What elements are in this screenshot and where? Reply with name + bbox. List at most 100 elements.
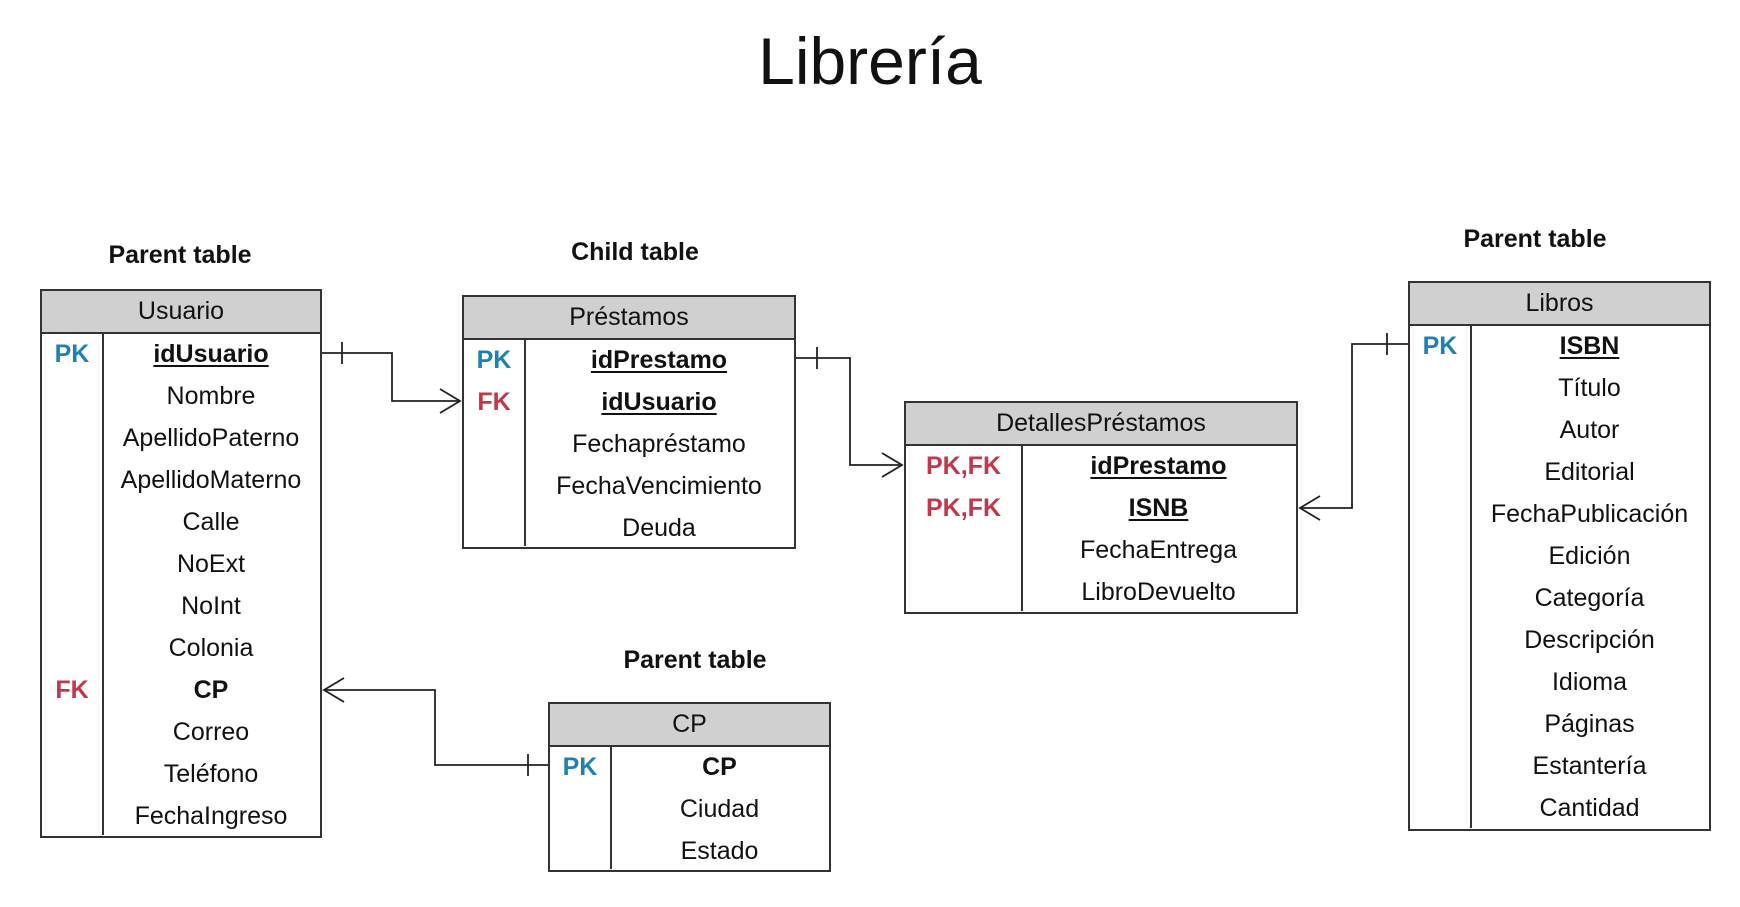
key-label: PK — [54, 339, 90, 368]
key-label: PK,FK — [926, 451, 1001, 480]
table-row: FechaPublicación — [1410, 493, 1709, 535]
key-label: FK — [477, 387, 511, 416]
field-name: Ciudad — [679, 794, 760, 823]
table-row: Autor — [1410, 409, 1709, 451]
caption-libros: Parent table — [1463, 225, 1607, 253]
field-name: CP — [193, 675, 229, 704]
field-name: idPrestamo — [590, 345, 728, 374]
field-name: Autor — [1559, 415, 1620, 444]
field-name: FechaPublicación — [1490, 499, 1689, 528]
key-label: PK — [1422, 331, 1458, 360]
field-name: FechaEntrega — [1079, 535, 1238, 564]
key-label: PK,FK — [926, 493, 1001, 522]
many-arrow — [1298, 495, 1321, 521]
table-row: FechaIngreso — [42, 795, 320, 837]
table-row: Deuda — [464, 507, 794, 549]
connector-line — [322, 352, 460, 402]
table-row: Correo — [42, 711, 320, 753]
field-name: Deuda — [622, 513, 696, 542]
field-name: Edición — [1548, 541, 1631, 570]
field-name: Páginas — [1544, 709, 1635, 738]
field-name: idUsuario — [601, 387, 717, 416]
column-divider — [1470, 325, 1472, 828]
field-name: ApellidoMaterno — [120, 465, 302, 494]
key-label: FK — [55, 675, 89, 704]
field-name: Teléfono — [163, 759, 259, 788]
table-row: ApellidoPaterno — [42, 417, 320, 459]
table-row: Calle — [42, 501, 320, 543]
field-name: CP — [702, 752, 737, 781]
field-name: ISNB — [1128, 493, 1189, 522]
field-name: Descripción — [1524, 625, 1655, 654]
field-name: ISBN — [1559, 331, 1620, 360]
field-name: idPrestamo — [1090, 451, 1227, 480]
table-header: Usuario — [42, 291, 320, 334]
field-name: ApellidoPaterno — [122, 423, 300, 452]
key-label: PK — [476, 345, 512, 374]
caption-usuario: Parent table — [108, 241, 252, 269]
field-name: NoExt — [176, 549, 246, 578]
table-header: Préstamos — [464, 297, 794, 340]
table-row: PK idPrestamo — [464, 339, 794, 381]
connector-line — [1300, 343, 1408, 509]
field-name: Categoría — [1534, 583, 1645, 612]
many-arrow — [439, 388, 462, 414]
table-row: Categoría — [1410, 577, 1709, 619]
field-name: Idioma — [1551, 667, 1628, 696]
table-row: Edición — [1410, 535, 1709, 577]
table-row: Estantería — [1410, 745, 1709, 787]
table-header: Libros — [1410, 283, 1709, 326]
connector-line — [324, 689, 548, 766]
column-divider — [610, 746, 612, 869]
relation-usuario-prestamos — [322, 342, 462, 414]
relation-prestamos-detalles — [796, 347, 904, 478]
table-row: PK,FK idPrestamo — [906, 445, 1296, 487]
table-row: FK idUsuario — [464, 381, 794, 423]
table-row: Editorial — [1410, 451, 1709, 493]
table-header: DetallesPréstamos — [906, 403, 1296, 446]
field-name: Título — [1558, 373, 1621, 402]
many-arrow — [881, 452, 904, 478]
connector-line — [796, 357, 902, 466]
table-row: Fechapréstamo — [464, 423, 794, 465]
table-row: Teléfono — [42, 753, 320, 795]
field-name: Correo — [172, 717, 250, 746]
relation-libros-detalles — [1298, 333, 1408, 521]
field-name: LibroDevuelto — [1081, 577, 1236, 606]
table-row: PK ISBN — [1410, 325, 1709, 367]
table-row: Título — [1410, 367, 1709, 409]
table-row: PK,FK ISNB — [906, 487, 1296, 529]
field-name: Nombre — [166, 381, 256, 410]
table-row: Descripción — [1410, 619, 1709, 661]
table-row: Cantidad — [1410, 787, 1709, 829]
column-divider — [524, 339, 526, 546]
table-row: Colonia — [42, 627, 320, 669]
field-name: Calle — [182, 507, 240, 536]
diagram-title: Librería — [758, 24, 982, 98]
table-row: LibroDevuelto — [906, 571, 1296, 613]
field-name: idUsuario — [153, 339, 269, 368]
table-row: Nombre — [42, 375, 320, 417]
field-name: FechaVencimiento — [556, 471, 762, 500]
relation-cp-usuario — [322, 677, 548, 776]
caption-cp: Parent table — [623, 646, 767, 674]
table-header: CP — [550, 704, 829, 747]
table-row: PK idUsuario — [42, 333, 320, 375]
field-name: NoInt — [181, 591, 241, 620]
caption-prestamos: Child table — [571, 238, 699, 266]
field-name: Estado — [680, 836, 759, 865]
column-divider — [1021, 445, 1023, 611]
table-row: Páginas — [1410, 703, 1709, 745]
field-name: Estantería — [1532, 751, 1647, 780]
table-row: FK CP — [42, 669, 320, 711]
